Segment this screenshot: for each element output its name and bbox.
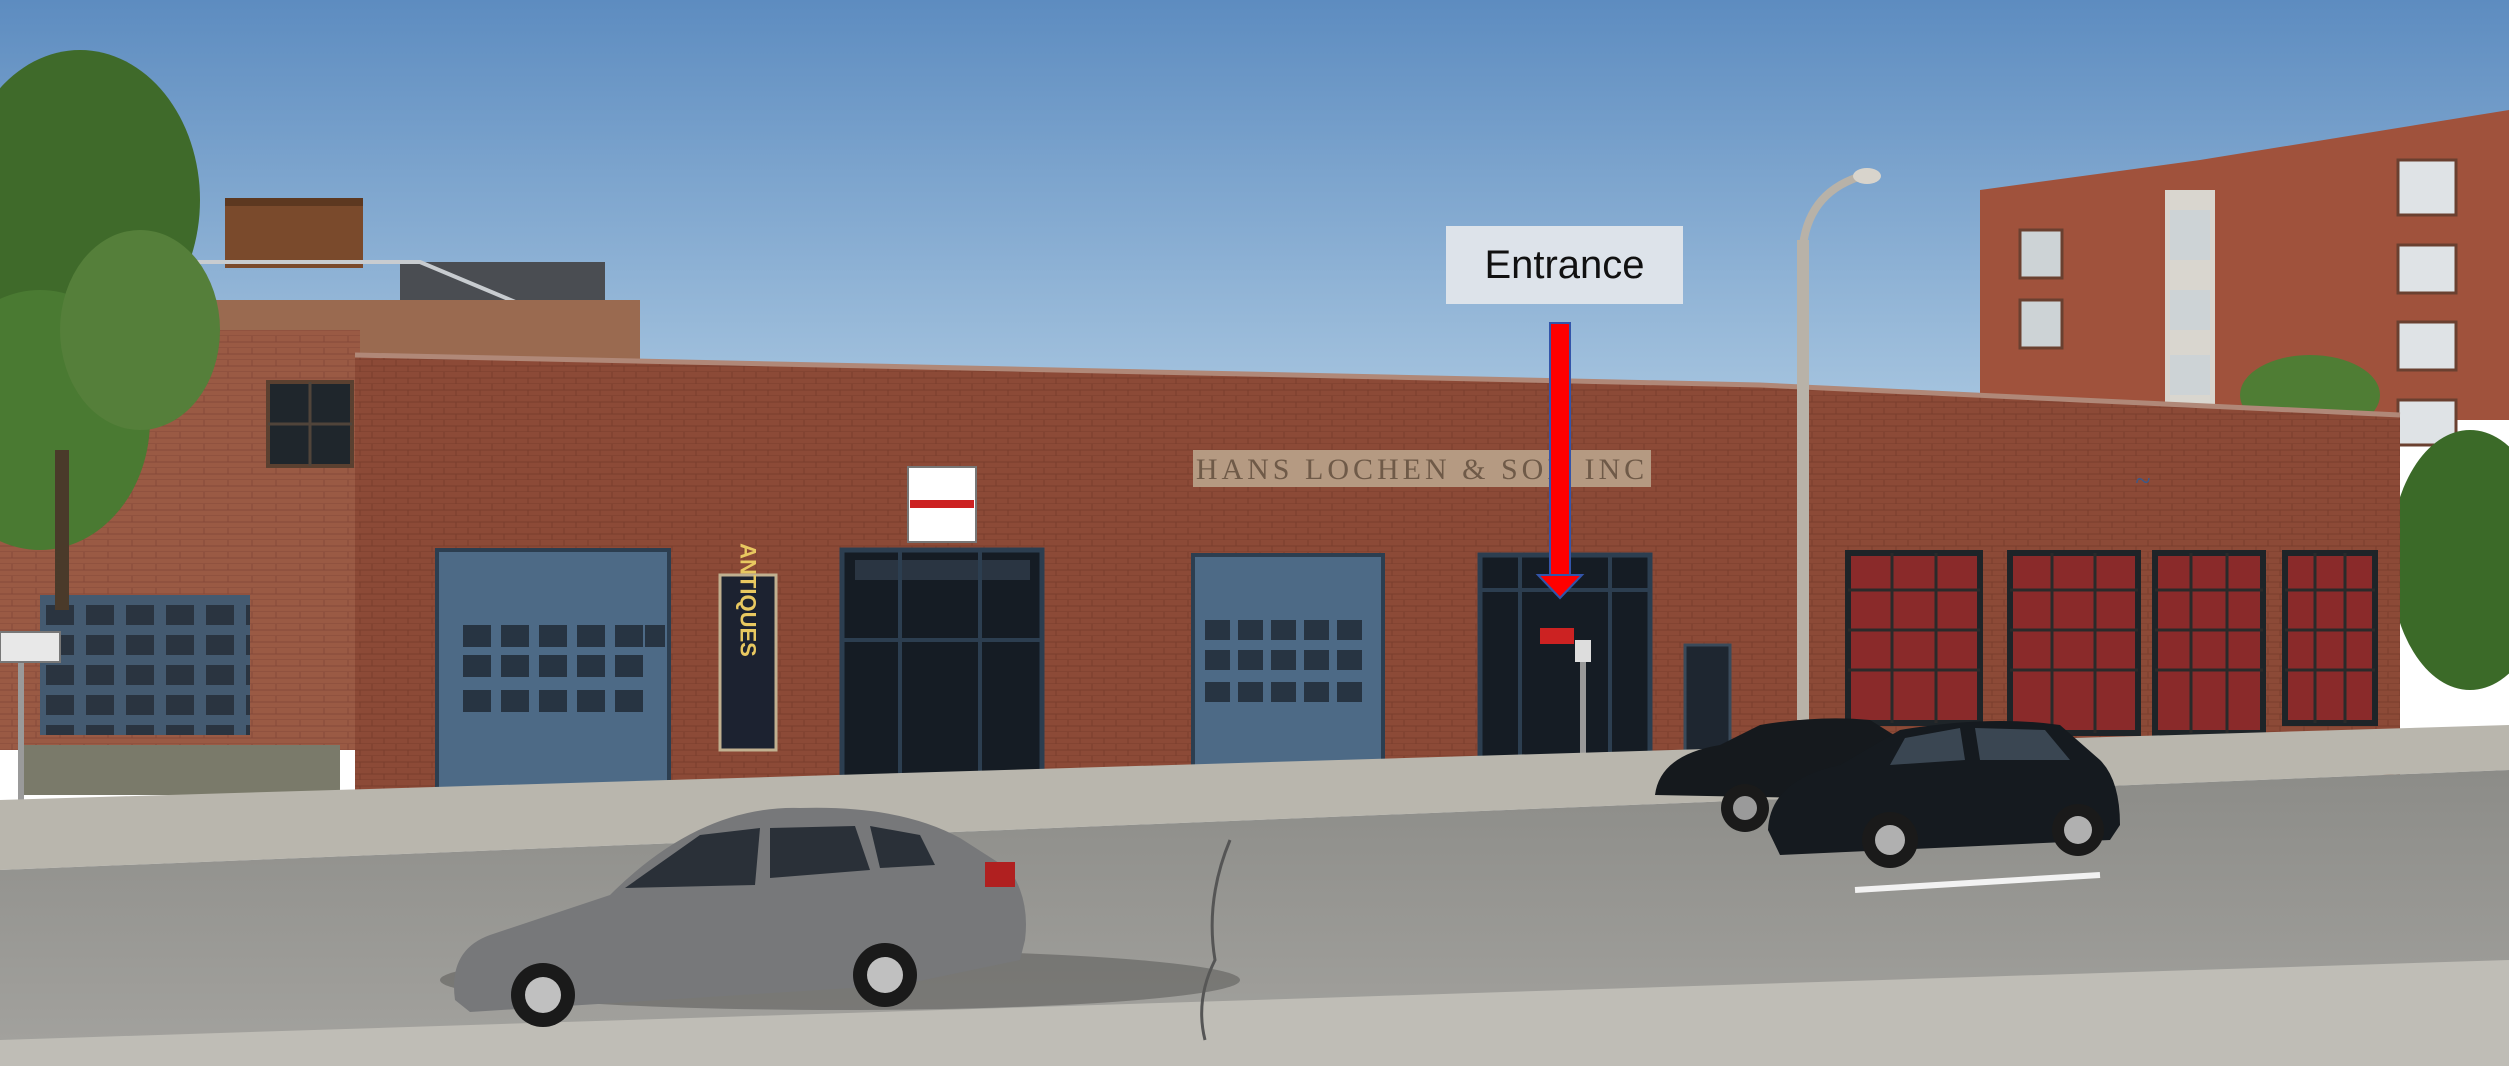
entrance-arrow [1535, 322, 1585, 600]
antiques-sign-text: ANTIQUES [736, 543, 761, 657]
glass-doors [839, 547, 1045, 788]
brick-warehouse: HANS LOCHEN & SON INC ANTIQUES [354, 352, 2401, 797]
entrance-label: Entrance [1446, 226, 1683, 304]
moving-car [440, 807, 1240, 1027]
company-sign [1193, 450, 1651, 487]
antiques-sign [718, 573, 778, 752]
company-sign-text: HANS LOCHEN & SON INC [1196, 453, 1648, 486]
sign-post [18, 640, 24, 830]
red-framed-windows [1845, 550, 2378, 736]
street-lamp [1797, 168, 1881, 720]
tree-left [0, 50, 220, 610]
parked-car [1768, 721, 2120, 868]
svg-text:~: ~ [2135, 466, 2150, 497]
